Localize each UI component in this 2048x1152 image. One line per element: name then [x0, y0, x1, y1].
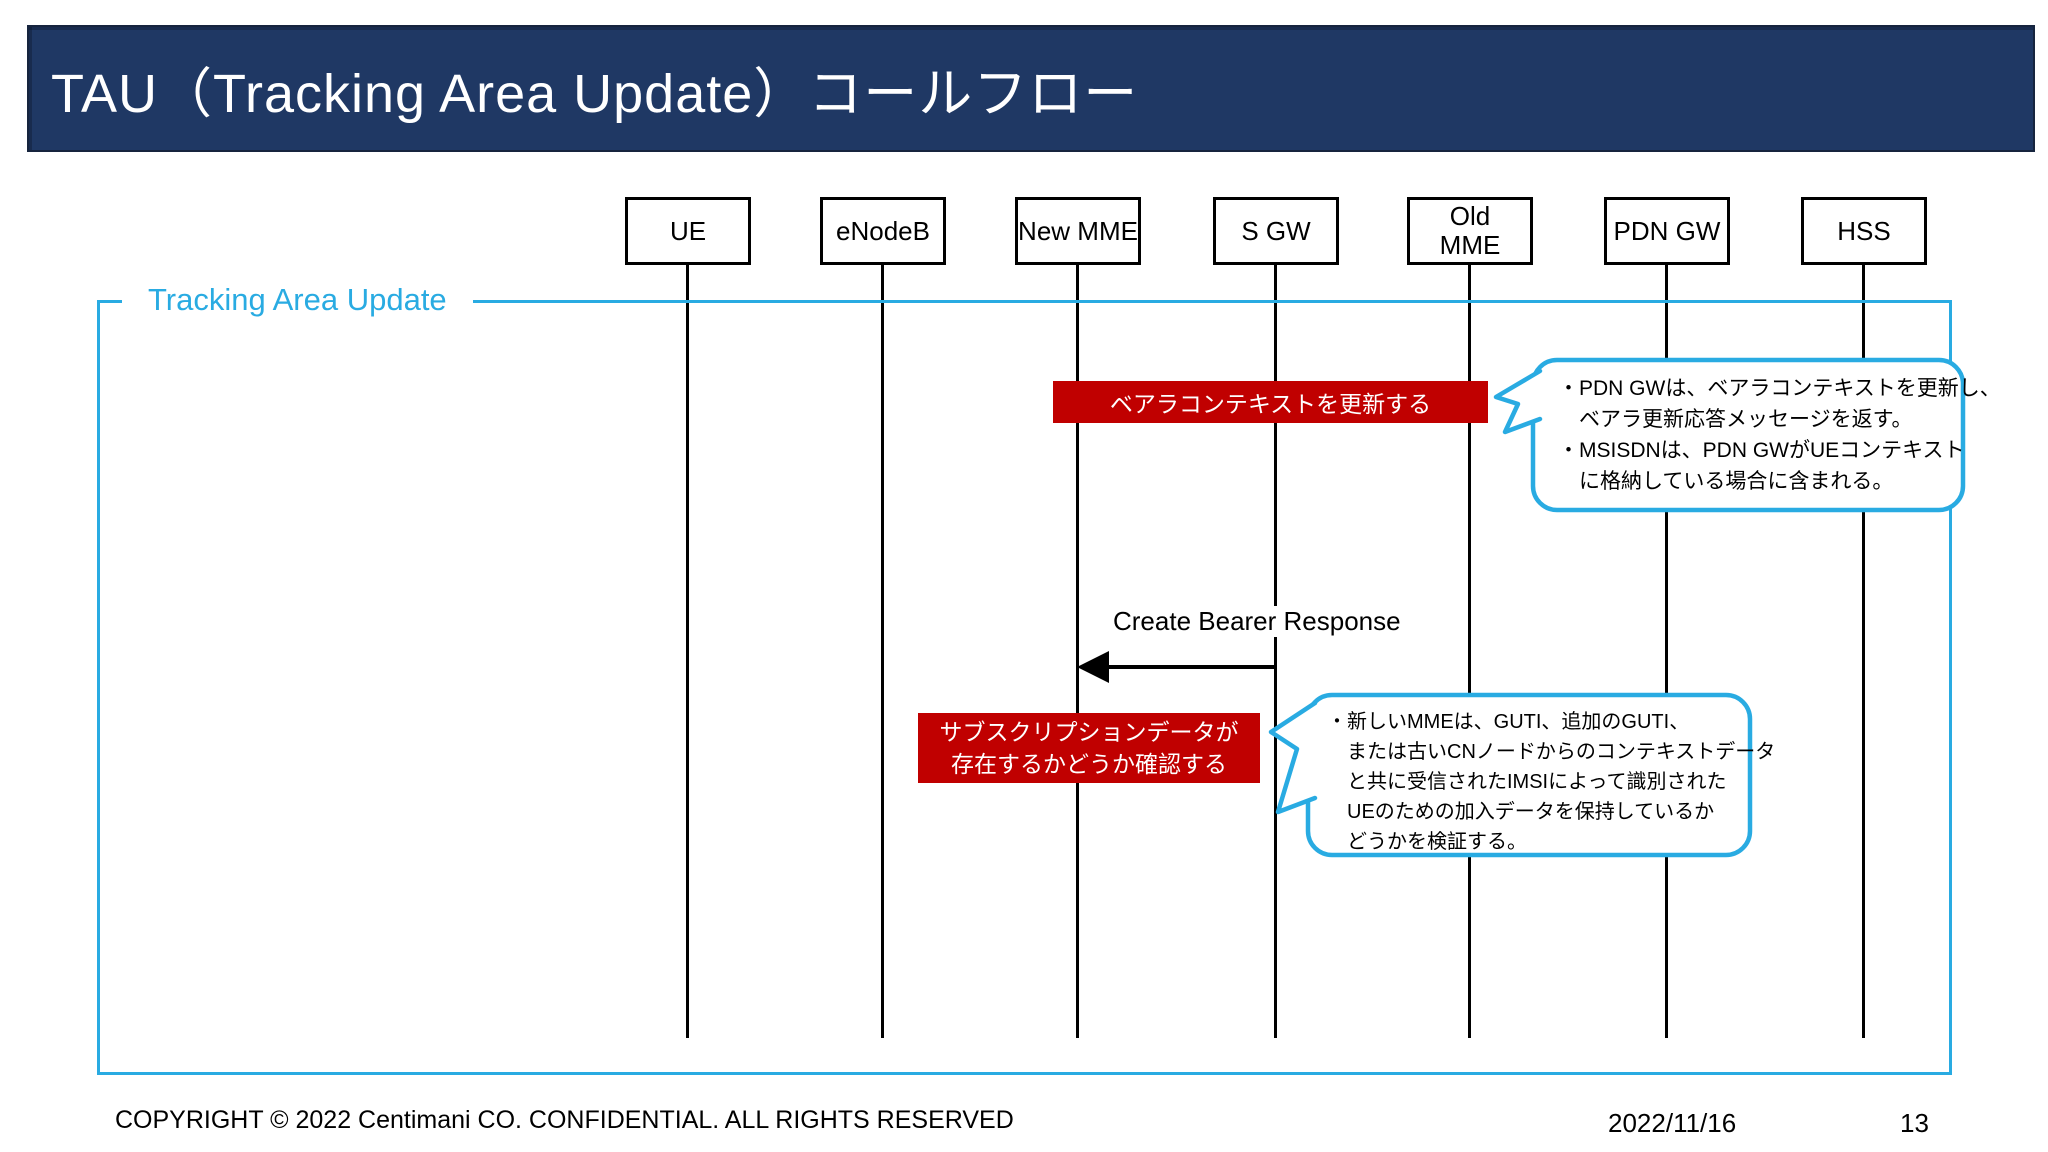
process-box-label: ベアラコンテキストを更新する: [1109, 391, 1432, 417]
frame-label: Tracking Area Update: [122, 280, 473, 320]
actor-box-hss: HSS: [1801, 197, 1927, 265]
callout-line: と共に受信されたIMSIによって識別された: [1327, 771, 1727, 793]
lifeline-enodeb: [881, 265, 884, 1038]
callout-line: ・PDN GWは、ベアラコンテキストを更新し、: [1558, 377, 2001, 400]
message-create-bearer-response: Create Bearer Response: [1103, 606, 1411, 637]
callout-line: ・MSISDNは、PDN GWがUEコンテキスト: [1558, 439, 1965, 462]
actor-box-ue: UE: [625, 197, 751, 265]
callout-line: に格納している場合に含まれる。: [1558, 470, 1894, 493]
actor-box-old-mme: Old MME: [1407, 197, 1533, 265]
actor-box-enodeb: eNodeB: [820, 197, 946, 265]
callout-line: ベアラ更新応答メッセージを返す。: [1558, 408, 1913, 431]
process-box-check-subscription: サブスクリプションデータが 存在するかどうか確認する: [918, 713, 1260, 783]
actor-box-s-gw: S GW: [1213, 197, 1339, 265]
footer-page-number: 13: [1900, 1108, 1929, 1138]
slide-title-bar: TAU（Tracking Area Update）コールフロー: [27, 25, 2035, 152]
callout-line: UEのための加入データを保持しているか: [1327, 801, 1715, 823]
footer-date: 2022/11/16: [1608, 1108, 1737, 1138]
callout-line: どうかを検証する。: [1327, 831, 1527, 853]
tracking-area-update-frame: [97, 300, 1952, 1075]
actor-box-pdn-gw: PDN GW: [1604, 197, 1730, 265]
process-box-line: サブスクリプションデータが: [939, 719, 1239, 745]
process-box-update-bearer-context: ベアラコンテキストを更新する: [1053, 381, 1488, 423]
callout-new-mme-text: ・新しいMMEは、GUTI、追加のGUTI、 または古いCNノードからのコンテキ…: [1327, 707, 1775, 857]
lifeline-pdn-gw: [1665, 265, 1668, 1038]
callout-pdn-gw-tail: [1493, 368, 1543, 435]
lifeline-hss: [1862, 265, 1865, 1038]
lifeline-old-mme: [1468, 265, 1471, 1038]
footer-copyright: COPYRIGHT © 2022 Centimani CO. CONFIDENT…: [115, 1106, 1014, 1134]
lifeline-ue: [686, 265, 689, 1038]
actor-box-new-mme: New MME: [1015, 197, 1141, 265]
lifeline-new-mme: [1076, 265, 1079, 1038]
slide-title: TAU（Tracking Area Update）コールフロー: [51, 64, 1139, 124]
callout-new-mme-bubble: [1268, 692, 1753, 858]
callout-line: または古いCNノードからのコンテキストデータ: [1327, 741, 1776, 763]
callout-pdn-gw-text: ・PDN GWは、ベアラコンテキストを更新し、 ベアラ更新応答メッセージを返す。…: [1558, 373, 2001, 497]
callout-pdn-gw-bubble: [1493, 357, 1966, 513]
process-box-line: 存在するかどうか確認する: [951, 751, 1227, 777]
create-bearer-response-arrow: [1077, 651, 1276, 683]
lifeline-s-gw: [1274, 265, 1277, 1038]
callout-line: ・新しいMMEは、GUTI、追加のGUTI、: [1327, 711, 1690, 733]
callout-new-mme-tail: [1268, 700, 1318, 815]
